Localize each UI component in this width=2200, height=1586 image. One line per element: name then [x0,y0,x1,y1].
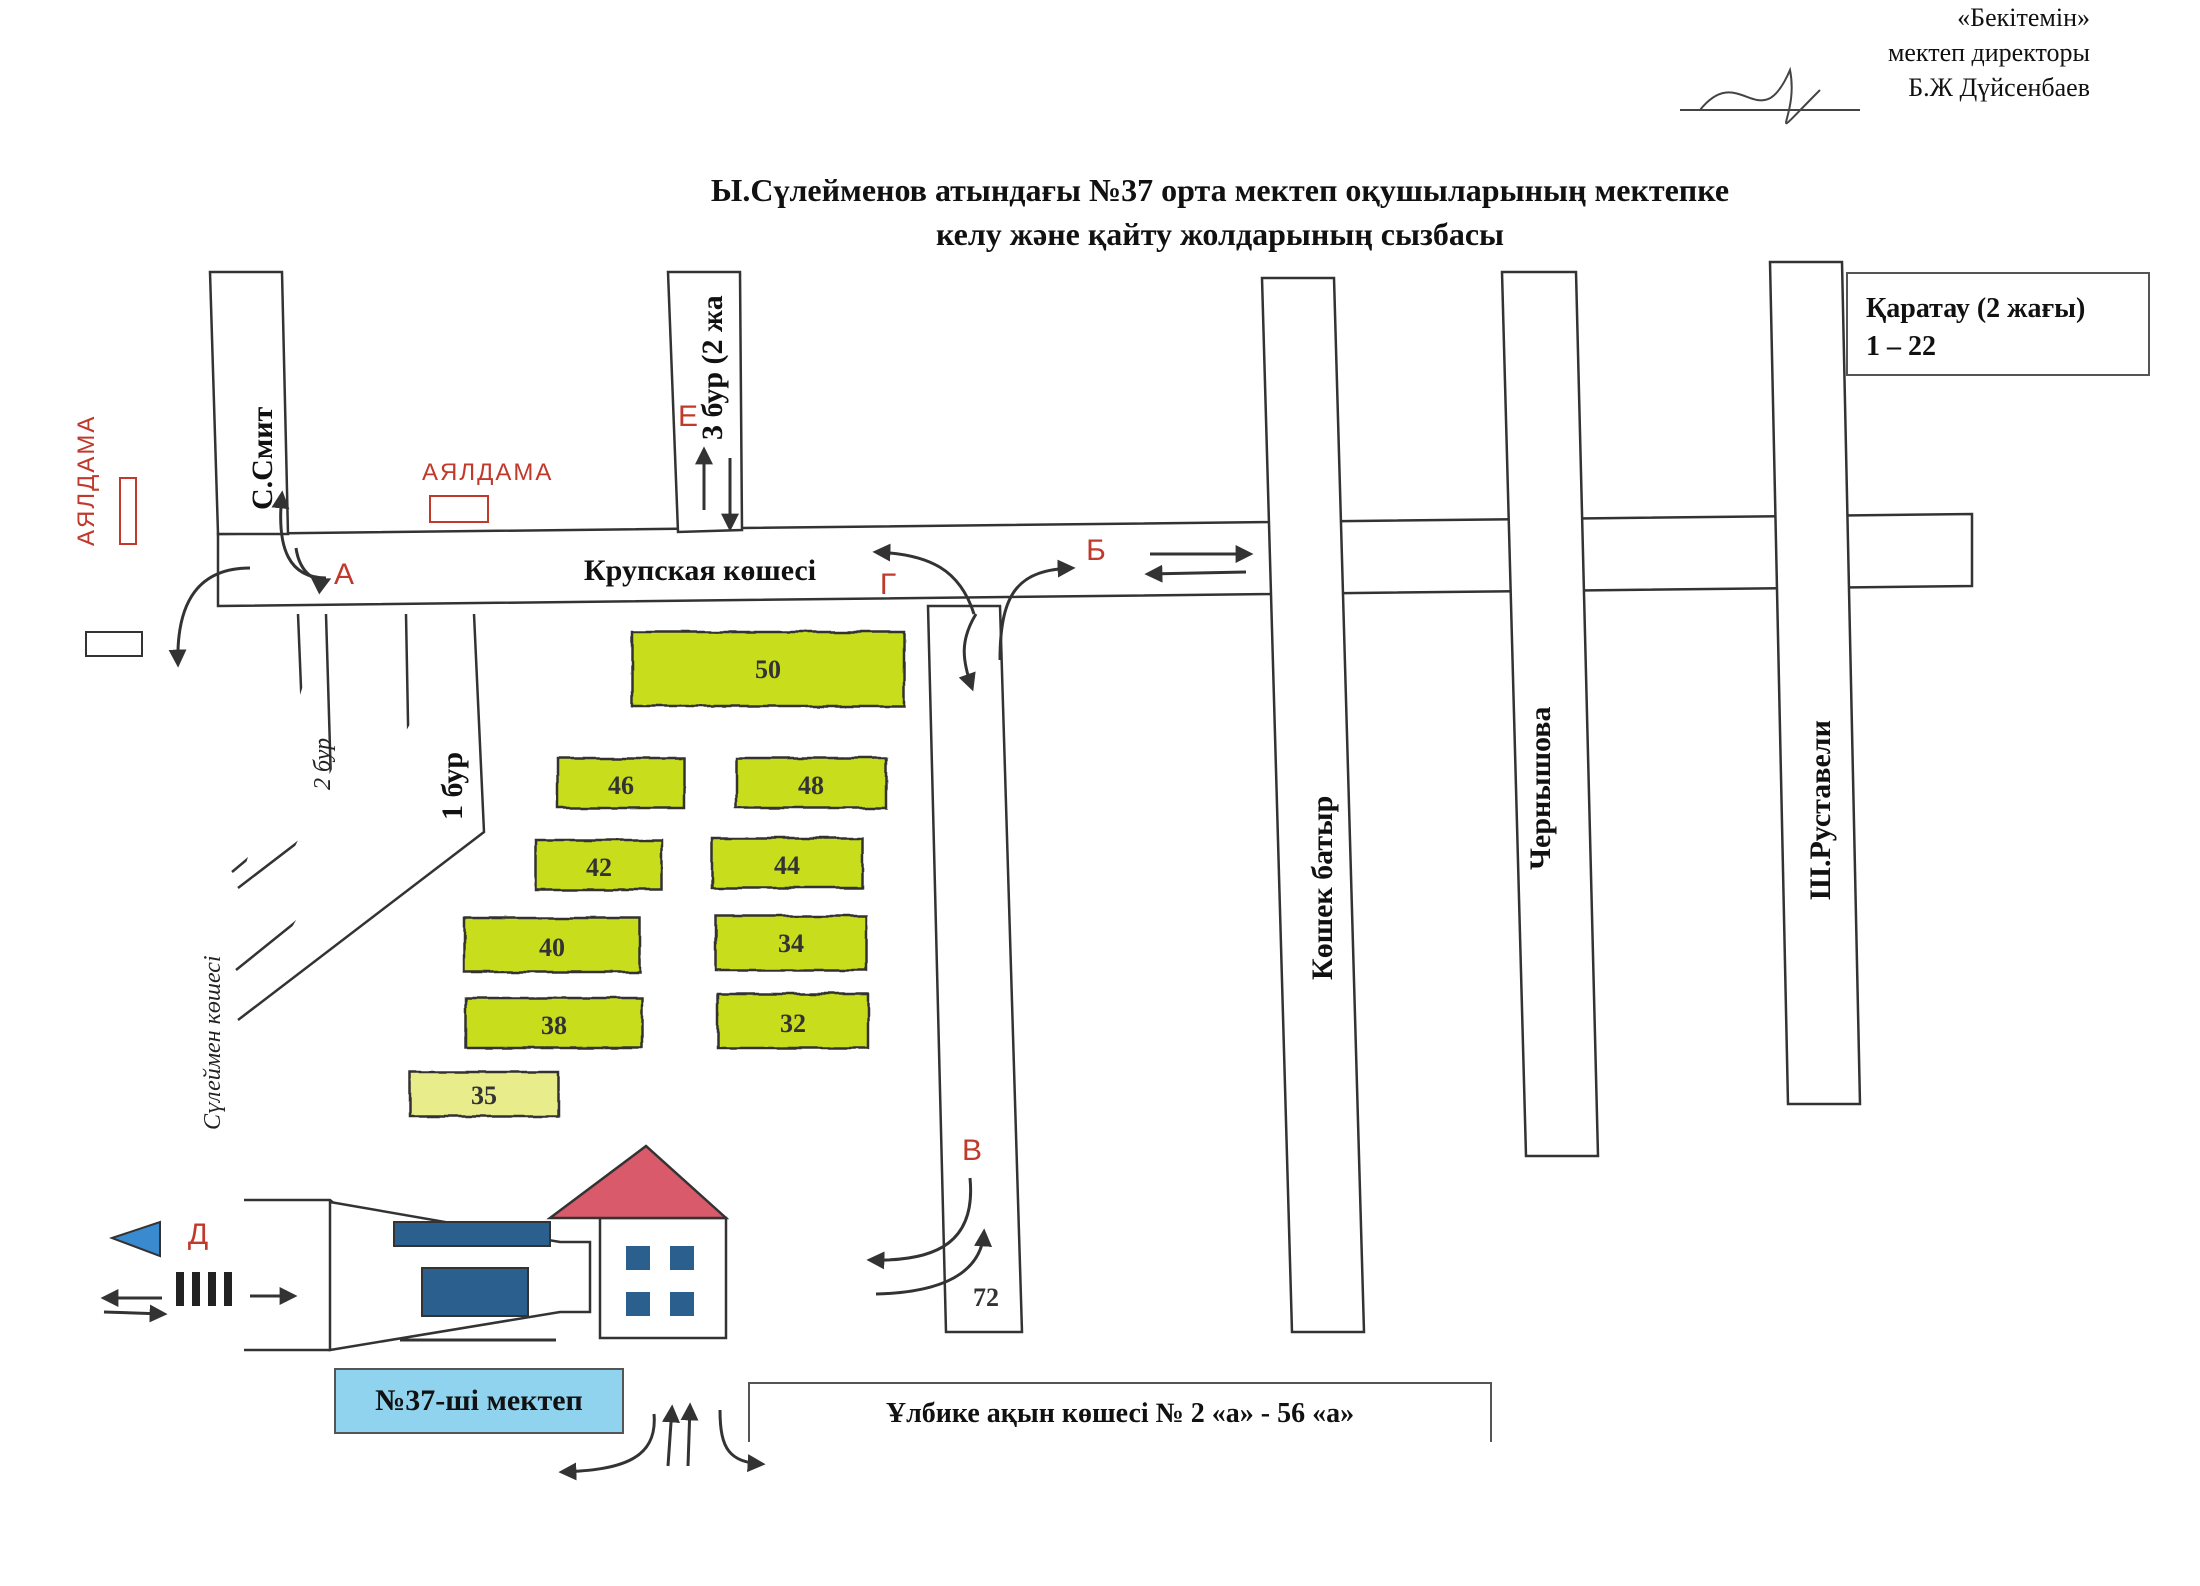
route-arrow-bottom-up-1 [662,1404,680,1467]
suleimen-label: Сүлеймен көшесі [200,955,226,1130]
approval-line-2: мектеп директоры [1887,38,2090,67]
school-roof [546,1144,730,1220]
approval-line-1: «Бекітемін» [1957,3,2090,32]
building-44 [710,836,864,890]
building-32-label: 32 [780,1009,806,1038]
route-arrow-v-up [875,1228,993,1296]
school-access-road [926,604,1024,1334]
school-window [626,1246,650,1270]
bur2-label: 2 бур [310,738,336,790]
building-44-label: 44 [774,851,800,880]
school-entrance-block [421,1267,529,1317]
rustav-road [1768,260,1862,1106]
title-line-1: Ы.Сүлейменов атындағы №37 орта мектеп оқ… [710,172,1730,208]
route-arrow-a [294,547,332,595]
route-arrow-b-right [998,559,1076,661]
crossing-marker-left: АЯЛДАМА [73,415,100,546]
building-38 [464,996,644,1050]
route-arrow-left-down [168,566,251,668]
krupskaya-label: Крупская көшесі [584,554,816,587]
building-35 [408,1070,560,1118]
building-34 [714,914,868,972]
building-42-label: 42 [586,853,612,882]
route-arrow-bottom-right [718,1409,766,1473]
marker-a: А [334,558,354,591]
building-42 [534,838,664,892]
route-arrow-bottom-left [558,1413,656,1481]
approval-line-3: Б.Ж Дүйсенбаев [1908,73,2090,102]
building-46 [556,756,686,810]
page-title: Ы.Сүлейменов атындағы №37 орта мектеп оқ… [560,168,1880,256]
chernyshova-label: Чернышова [1524,706,1557,870]
school-label: №37-ші мектеп [334,1368,624,1434]
bur1-road-edge [237,613,486,1021]
building-46-label: 46 [608,771,634,800]
rustav-label: Ш.Руставели [1804,720,1837,900]
route-arrow-v-left [866,1177,973,1270]
building-48 [734,756,888,810]
school-window [626,1292,650,1316]
crosswalk-stripes [176,1272,232,1306]
warning-sign-icon [109,1220,161,1258]
title-line-2: келу және қайту жолдарының сызбасы [935,216,1504,252]
school-roof-bar [393,1221,551,1247]
crossing-marker-top: АЯЛДАМА [422,459,553,486]
building-40-label: 40 [539,933,565,962]
koshek-label: Көшек батыр [1306,796,1339,980]
school-label-text: №37-ші мектеп [375,1384,583,1417]
karatau-name: Қаратау (2 жағы) [1866,293,2086,324]
route-arrow-g-down [958,613,978,692]
karatau-range: 1 – 22 [1866,331,1936,362]
bur3-road [666,270,744,534]
koshek-road [1260,276,1366,1334]
marker-e: Е [678,400,698,433]
building-32 [716,992,870,1050]
marker-b: Б [1086,534,1106,567]
school-building [328,1144,730,1352]
building-50-label: 50 [755,655,781,684]
building-48-label: 48 [798,771,824,800]
route-arrow-yard-east [103,1304,168,1323]
route-arrow-bottom-up-2 [680,1402,699,1467]
smit-road [208,270,290,536]
smit-label: С.Смит [246,406,279,510]
karatau-box: Қаратау (2 жағы) 1 – 22 [1846,272,2150,376]
building-34-label: 34 [778,929,804,958]
route-arrow-krupskaya-west [1144,564,1247,583]
building-50 [630,630,906,708]
bus-stop-top-icon [429,495,489,523]
marker-v: В [962,1134,982,1167]
building-35-label: 35 [471,1081,497,1110]
ulbike-label: Ұлбике ақын көшесі № 2 «а» - 56 «а» [885,1398,1355,1429]
bus-stop-left-icon [119,477,137,545]
director-signature [1680,66,1860,125]
school-house [598,1216,728,1340]
marker-d: Д [188,1218,208,1251]
building-38-label: 38 [541,1011,567,1040]
marker-g: Г [880,568,896,601]
traffic-sign-icon [85,631,143,657]
approval-block: «Бекітемін» мектеп директоры Б.Ж Дүйсенб… [1888,0,2090,105]
route-arrow-g-left [872,543,976,615]
chernyshova-road [1500,270,1600,1158]
building-40 [462,916,642,974]
school-window [670,1292,694,1316]
route-arrow-smit-up [271,490,327,580]
bur3-label: 3 бур (2 жа [696,295,729,440]
building-72-label: 72 [973,1283,999,1312]
school-window [670,1246,694,1270]
ulbike-street: Ұлбике ақын көшесі № 2 «а» - 56 «а» [748,1382,1492,1442]
bur1-label: 1 бур [436,752,469,820]
